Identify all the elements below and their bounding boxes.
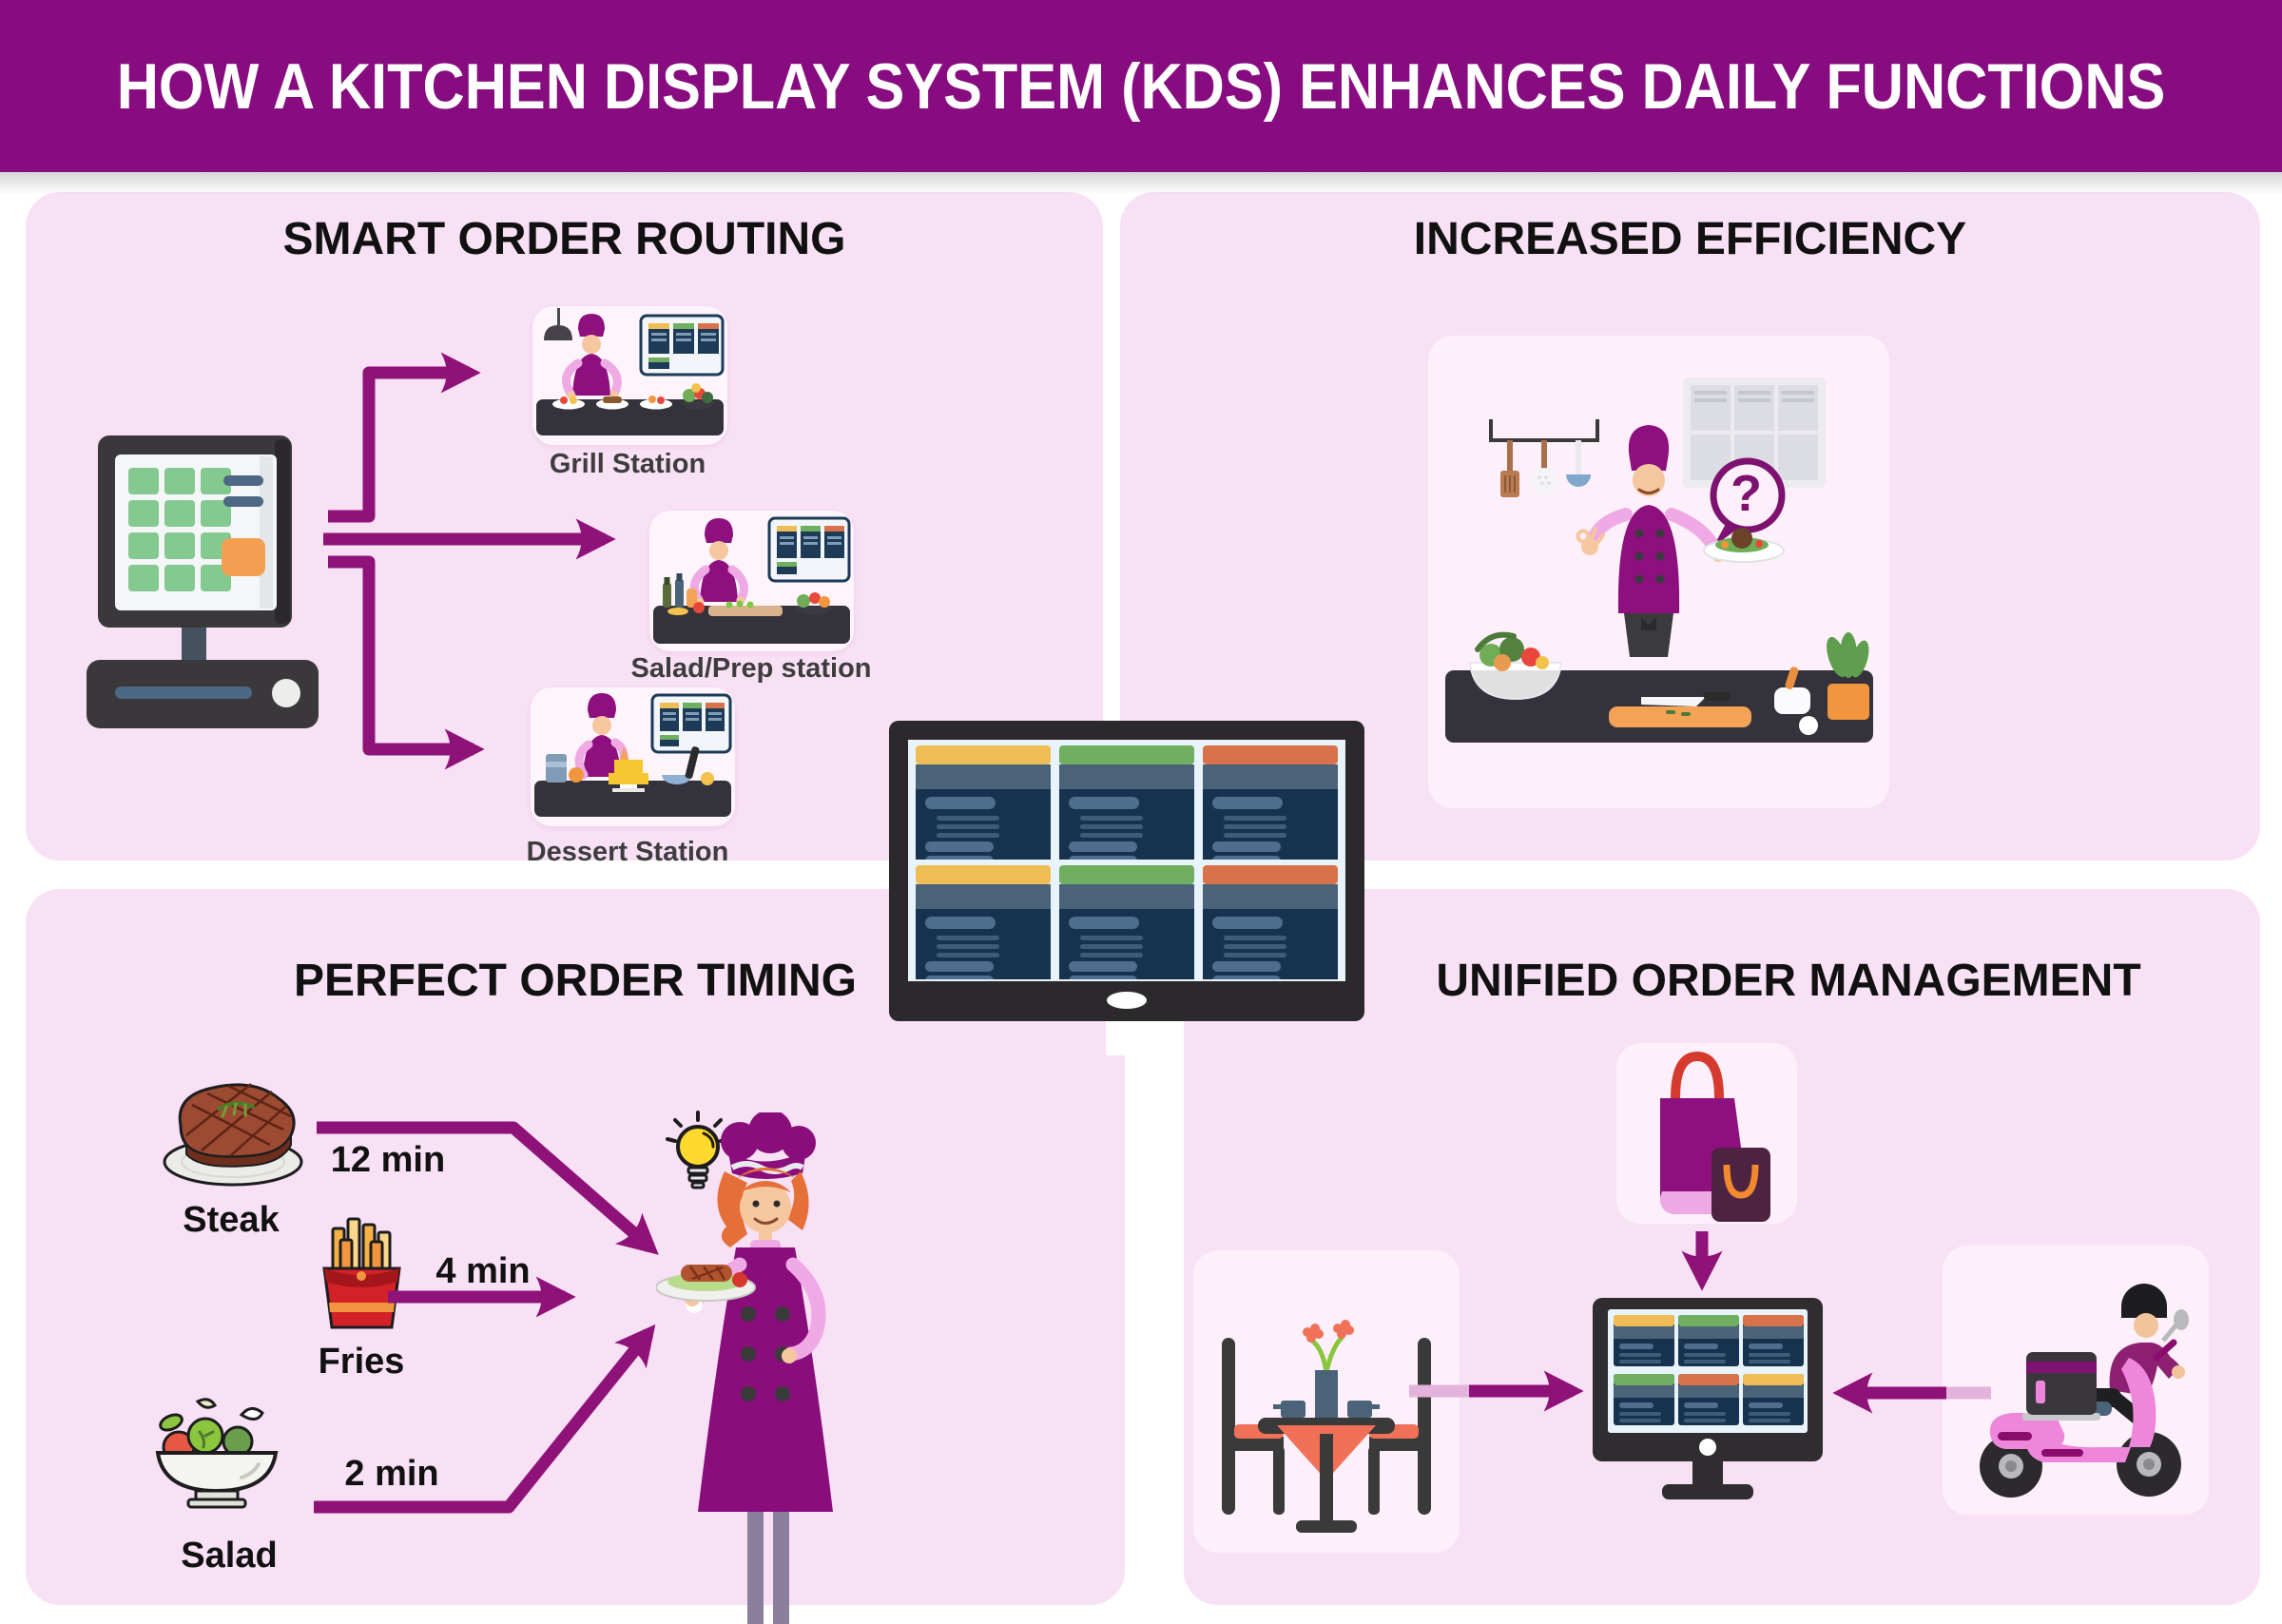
heading-smart-order-routing: SMART ORDER ROUTING [282,214,846,264]
lightbulb-icon [660,1109,736,1196]
station-label-grill: Grill Station [549,449,706,479]
delivery-scooter-icon [1980,1284,2189,1498]
dessert-station-chef-icon [534,693,732,817]
kds-monitor-icon [889,721,1364,1055]
salad-bowl-icon [150,1394,283,1513]
food-label-salad: Salad [181,1536,278,1576]
kds-monitor-icon [1593,1298,1823,1499]
station-label-salad-prep: Salad/Prep station [630,653,872,684]
banner-shadow [0,172,2282,195]
time-label-salad: 2 min [344,1454,439,1494]
station-label-dessert: Dessert Station [526,837,729,867]
heading-increased-efficiency: INCREASED EFFICIENCY [1413,214,1967,264]
food-label-fries: Fries [318,1342,405,1382]
speech-bubble-question-mark: ? [1731,465,1762,522]
title-banner: HOW A KITCHEN DISPLAY SYSTEM (KDS) ENHAN… [0,0,2282,172]
increased-efficiency-card [1428,336,1889,808]
online-order-bags-icon [1660,1051,1770,1222]
heading-unified-order-management: UNIFIED ORDER MANAGEMENT [1436,956,2141,1006]
salad-prep-chef-icon [653,516,851,644]
station-card-grill [532,306,727,445]
delivery-card [1943,1246,2209,1515]
page-title: HOW A KITCHEN DISPLAY SYSTEM (KDS) ENHAN… [116,49,2166,123]
central-kds-monitor [889,721,1364,1055]
grill-station-chef-icon [536,308,725,435]
time-label-fries: 4 min [435,1251,531,1291]
time-label-steak: 12 min [330,1140,446,1180]
chef-ok-gesture-icon [1445,377,1873,743]
steak-plate-icon [160,1067,307,1190]
station-card-salad-prep [649,511,854,651]
waitress-with-plate-icon [656,1112,875,1624]
food-label-steak: Steak [183,1200,280,1240]
heading-perfect-order-timing: PERFECT ORDER TIMING [293,956,857,1006]
online-order-card [1616,1043,1797,1224]
dine-in-card [1193,1250,1460,1553]
station-card-dessert [531,687,735,826]
dine-in-table-icon [1222,1320,1431,1533]
unified-kds-monitor [1593,1298,1823,1518]
pos-terminal-icon [81,426,328,740]
